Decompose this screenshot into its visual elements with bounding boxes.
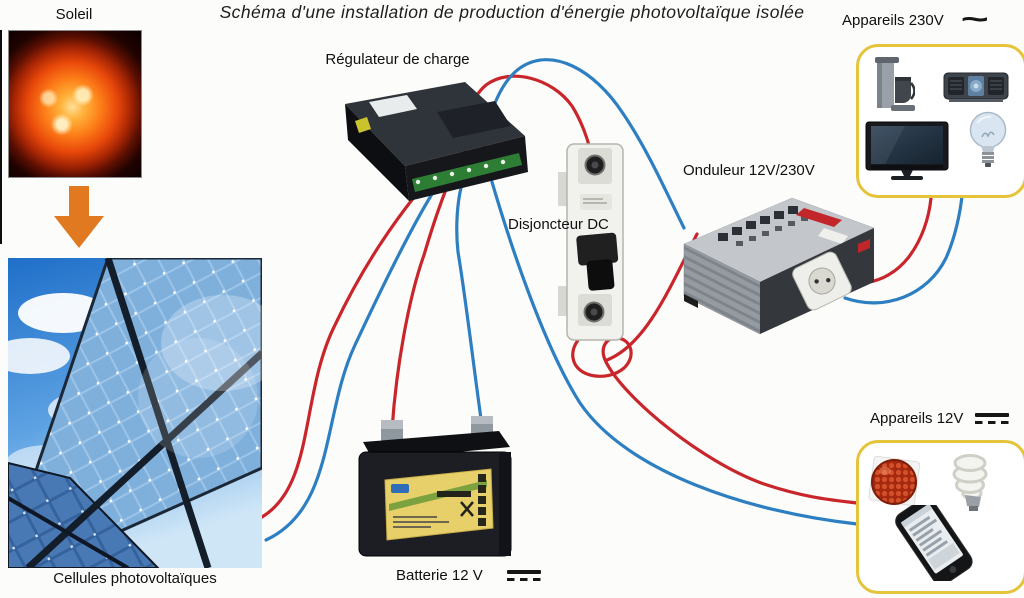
charge-regulator-device — [345, 82, 528, 201]
breaker-label: Disjoncteur DC — [508, 216, 609, 233]
wire-regulator-to-12v-negative — [490, 180, 859, 526]
coffee-maker-icon — [875, 57, 915, 111]
regulator-label: Régulateur de charge — [325, 51, 470, 68]
battery-label: Batterie 12 V — [396, 567, 483, 584]
inverter-device — [683, 197, 875, 335]
wire-battery-to-regulator-positive — [390, 190, 447, 432]
dc-current-icon — [975, 413, 1010, 424]
wire-battery-to-regulator-negative — [455, 186, 484, 428]
dc-current-icon — [506, 570, 541, 581]
sun-label: Soleil — [55, 6, 93, 23]
diagram-title: Schéma d'une installation de production … — [219, 2, 805, 22]
appliances-230v-label-row: Appareils 230V ~ — [842, 4, 989, 34]
inverter-label: Onduleur 12V/230V — [683, 162, 815, 179]
pv-label: Cellules photovoltaïques — [53, 570, 217, 587]
appliances-12v-label-row: Appareils 12V — [870, 410, 1010, 427]
wire-inverter-to-230v-neutral — [843, 194, 964, 305]
wire-breaker-to-12v-positive — [571, 310, 859, 505]
appliances-12v-label: Appareils 12V — [870, 410, 964, 427]
appliances-230v-box — [856, 44, 1024, 198]
wire-pv-to-regulator-positive — [260, 194, 417, 519]
battery-label-row: Batterie 12 V — [396, 567, 541, 584]
battery-device — [358, 416, 512, 557]
arrow-down-icon — [54, 186, 104, 248]
appliances-12v-box — [856, 440, 1024, 594]
pv-panels-photo — [8, 258, 262, 568]
wire-pv-to-regulator-negative — [264, 192, 434, 542]
stereo-icon — [943, 72, 1009, 102]
dc-breaker-device — [558, 143, 624, 341]
incandescent-bulb-icon — [969, 111, 1007, 167]
cfl-bulb-icon — [952, 454, 988, 511]
left-edge-artifact — [0, 30, 2, 244]
smartphone-icon — [895, 505, 973, 581]
appliances-230v-label: Appareils 230V — [842, 12, 944, 29]
sun-photo — [8, 30, 142, 178]
tv-icon — [865, 121, 949, 180]
ac-current-icon: ~ — [960, 2, 989, 36]
led-lamp-icon — [868, 455, 921, 506]
